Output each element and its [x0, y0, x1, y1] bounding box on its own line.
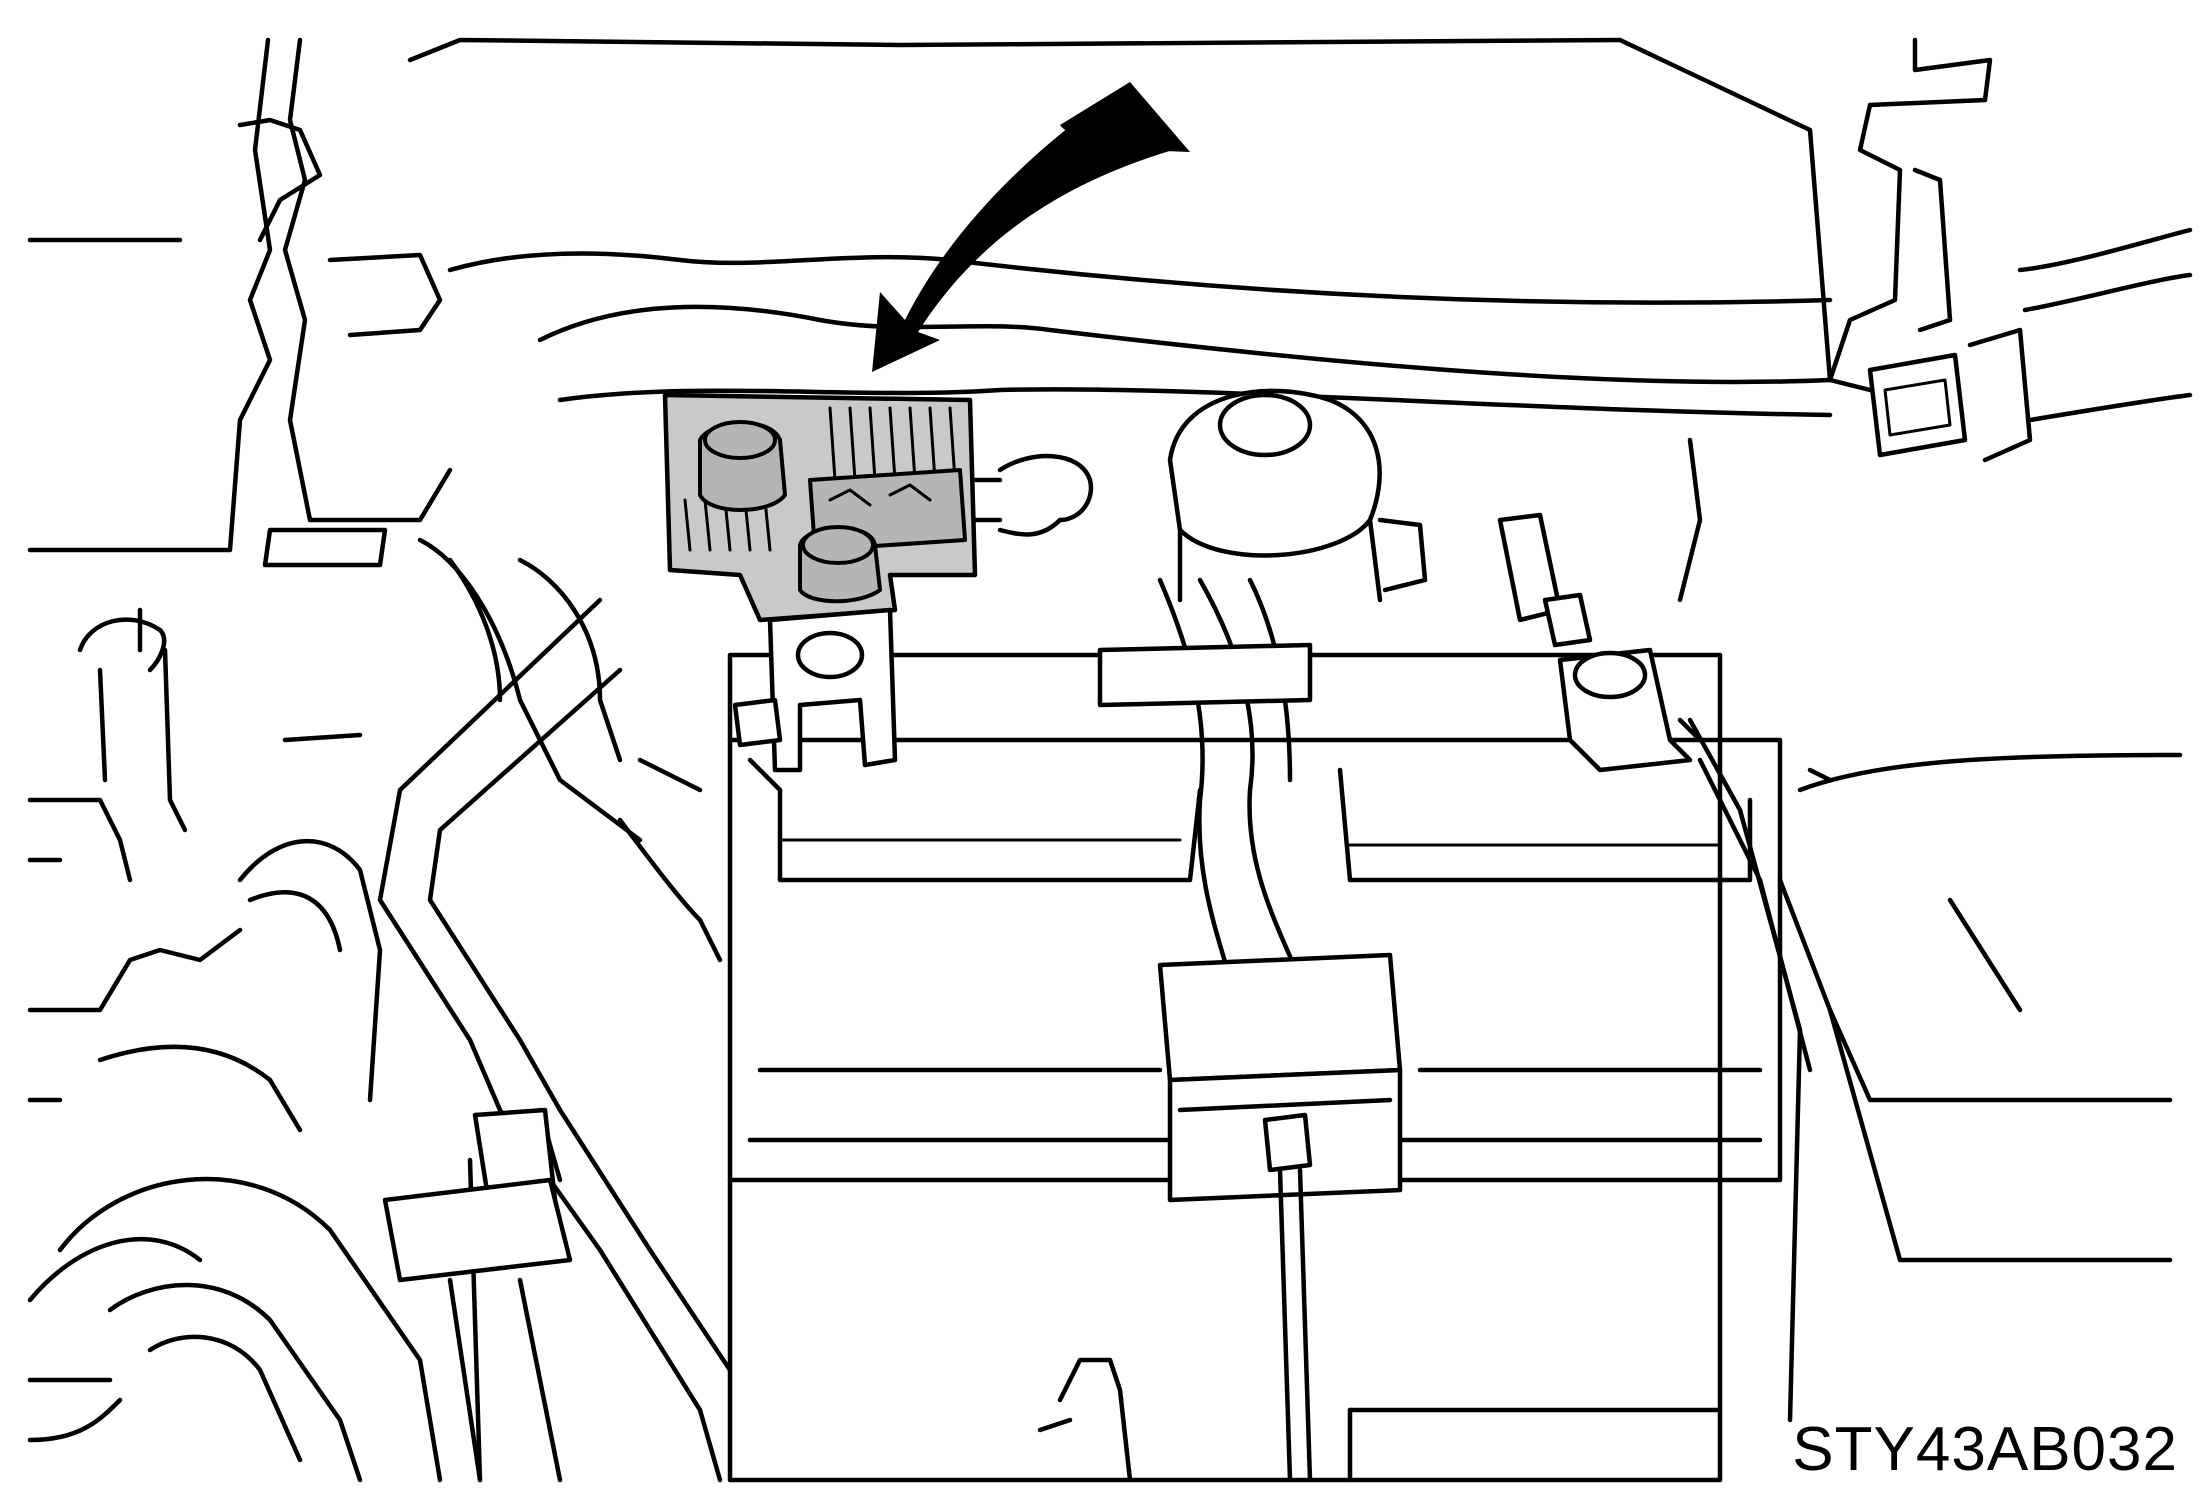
right-bracket [1617, 37, 2193, 603]
diagonal-tubes [377, 597, 773, 1483]
reservoir-cap [1167, 388, 1428, 603]
left-hoses [27, 537, 723, 1483]
positive-terminal [1497, 512, 1813, 1423]
figure-code-label: STY43AB032 [1792, 1415, 2178, 1484]
negative-terminal [662, 392, 1094, 773]
lower-connector [1037, 1357, 1133, 1483]
hold-down-clamp [1097, 577, 1403, 1483]
fuse-box [1777, 752, 2183, 1263]
pointer-arrow [872, 82, 1190, 372]
upper-engine-cover [27, 37, 1833, 568]
